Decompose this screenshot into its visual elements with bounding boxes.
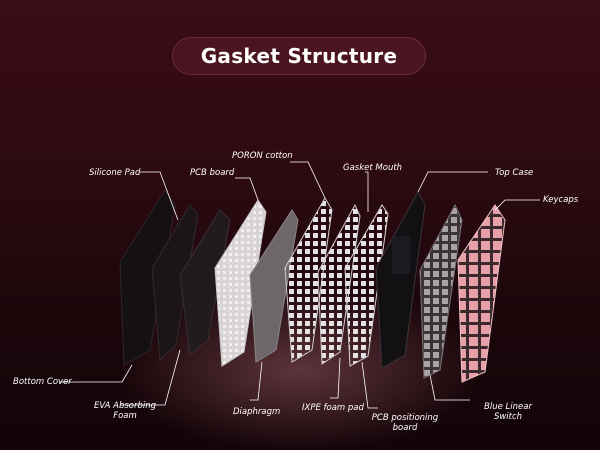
label-pcb-positioning: PCB positioning board [370, 413, 440, 433]
blue-linear-switch-layer [419, 203, 463, 379]
leader-lines [60, 161, 540, 409]
label-pcb-board: PCB board [190, 168, 235, 178]
title-pill: Gasket Structure [172, 37, 426, 75]
label-pcb-pos-line1: PCB positioning [371, 413, 439, 423]
top-case-layer [375, 190, 426, 369]
label-keycaps: Keycaps [543, 195, 579, 205]
label-switch-line2: Switch [493, 412, 523, 422]
label-diaphragm: Diaphragm [233, 407, 281, 417]
label-eva-line2: Foam [113, 411, 137, 421]
label-eva-foam: EVA Absorbing Foam [85, 401, 165, 421]
label-blue-linear-switch: Blue Linear Switch [473, 402, 543, 422]
label-top-case: Top Case [495, 168, 534, 178]
label-switch-line1: Blue Linear [484, 402, 532, 412]
label-gasket-mouth: Gasket Mouth [343, 163, 403, 173]
keycaps-layer [457, 204, 506, 383]
label-silicone-pad: Silicone Pad [89, 168, 141, 178]
page-title: Gasket Structure [200, 44, 398, 68]
label-ixpe-foam-pad: IXPE foam pad [302, 403, 364, 413]
label-eva-line1: EVA Absorbing [94, 401, 156, 411]
label-bottom-cover: Bottom Cover [13, 377, 72, 387]
label-pcb-pos-line2: board [392, 423, 418, 433]
label-poron-cotton: PORON cotton [232, 151, 293, 161]
